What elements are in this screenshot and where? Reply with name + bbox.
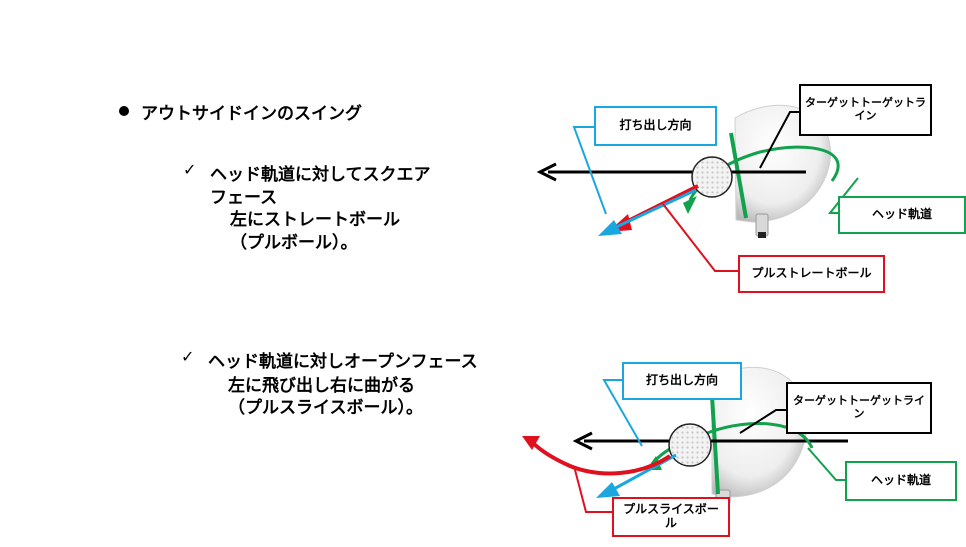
target-line-arrowhead [536,162,557,182]
golf-ball [691,156,733,198]
target-line-label: ターゲットトーゲットライン [786,382,932,434]
club-ferrule [758,232,766,238]
launch-direction-label: 打ち出し方向 [594,106,717,146]
ball-type-label: プルスライスボール [612,497,730,537]
case1-line3: 左にストレートボール [230,210,400,230]
leader-target [739,409,786,434]
case1-line2: フェース [210,188,278,208]
leader-head-path [827,177,859,214]
ball-flight-red-arrowhead [522,436,540,450]
case1-line4: （プルボール）。 [230,233,358,253]
case2-line1: ヘッド軌道に対しオープンフェース [208,352,478,372]
leader-ball [573,465,612,513]
check-icon: ✓ [183,160,197,179]
head-path-label: ヘッド軌道 [838,196,966,234]
launch-line-blue [613,188,697,230]
leader-target [759,111,800,169]
bullet-icon [119,106,129,116]
target-line-label: ターゲットトーゲットライン [799,84,932,136]
launch-line-blue-arrowhead [598,220,622,236]
leader-ball [662,203,739,272]
head-path-arrowhead [683,196,697,214]
case2-line3: （プルスライスボール）。 [228,398,423,418]
check-icon: ✓ [181,347,195,366]
leader-launch [572,126,607,215]
case2-line2: 左に飛び出し右に曲がる [228,376,415,396]
ball-type-label: プルストレートボール [738,255,885,293]
target-line-arrowhead [572,431,593,451]
club-face-line [729,132,748,219]
club-face-line [710,395,720,495]
golf-ball [668,423,712,467]
case1-line1: ヘッド軌道に対してスクエア [210,165,431,185]
head-path-label: ヘッド軌道 [845,461,957,501]
leader-launch [602,379,643,447]
leader-head-path [807,447,846,481]
launch-direction-label: 打ち出し方向 [622,362,742,400]
launch-line-blue-arrowhead [596,482,620,498]
main-bullet-text: アウトサイドインのスイング [141,104,362,124]
